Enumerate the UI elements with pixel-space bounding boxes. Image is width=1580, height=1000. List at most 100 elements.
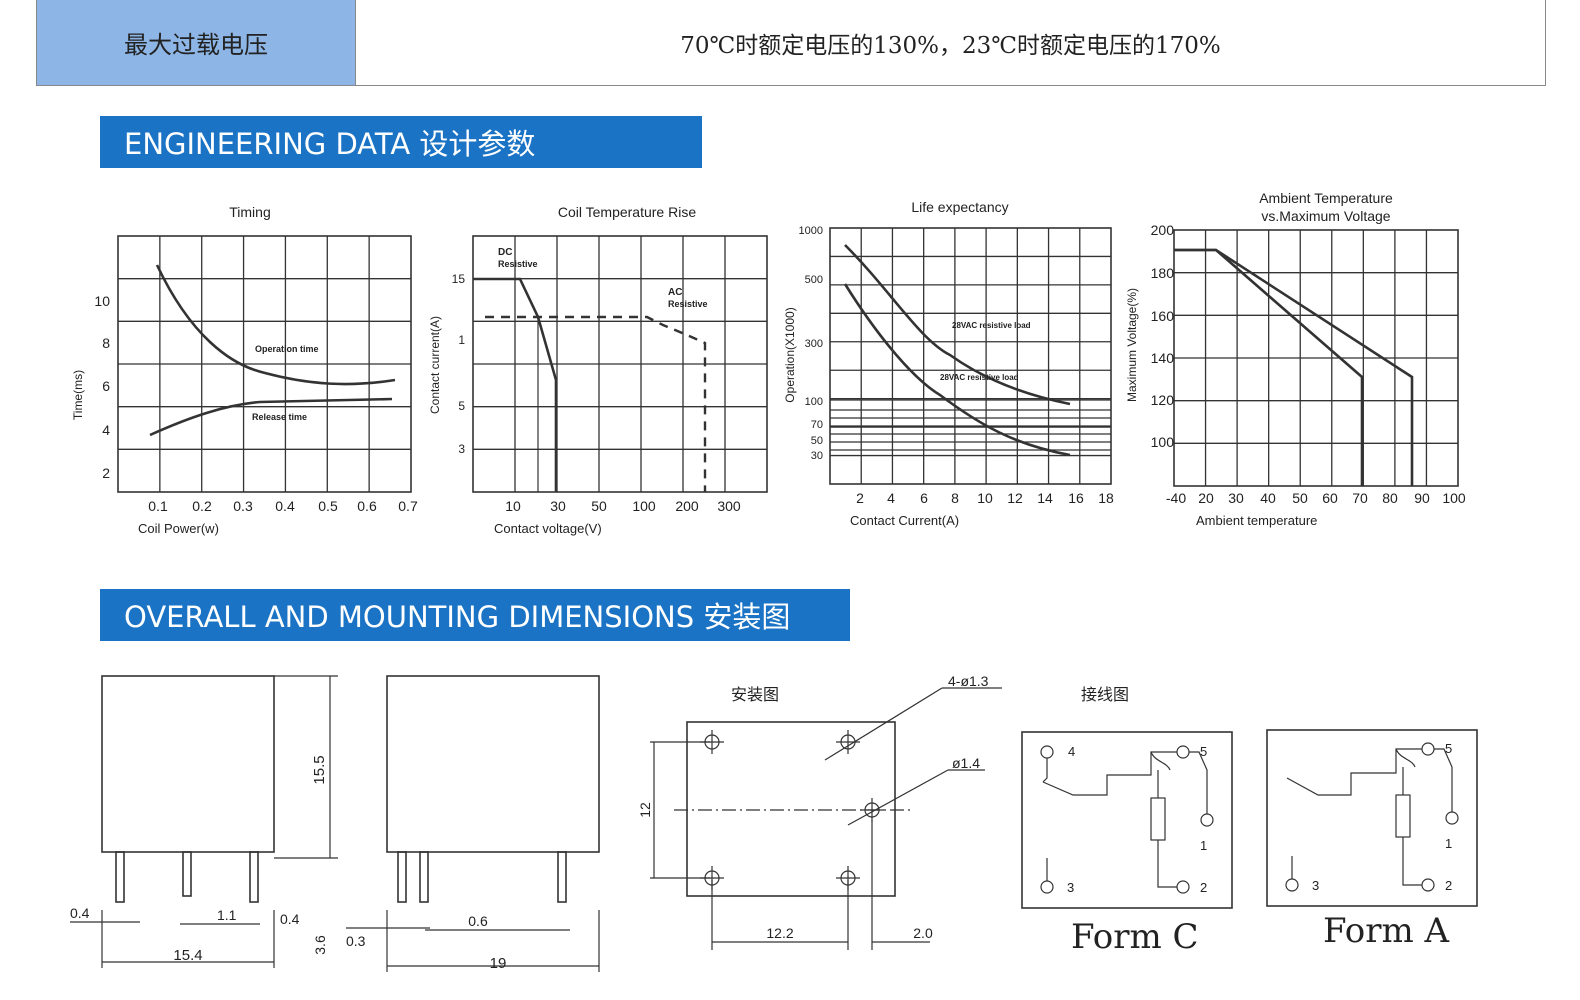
- form-c-pin-3: 3: [1067, 880, 1074, 895]
- pin-width-right: 0.4: [280, 911, 300, 927]
- x-tick-label: 14: [1037, 490, 1053, 506]
- release-time-curve: [149, 397, 393, 437]
- x-tick-label: 0.3: [233, 498, 253, 514]
- spec-label: 最大过载电压: [37, 0, 356, 85]
- front-pin-dim: 0.3: [346, 933, 366, 949]
- x-tick-label: 30: [1228, 490, 1244, 506]
- x-tick-label: 0.1: [148, 498, 168, 514]
- x-tick-label: 6: [920, 490, 928, 506]
- form-c-circuit: [1040, 745, 1214, 894]
- pin-gap: 1.1: [217, 907, 237, 923]
- form-a-label: Form A: [1323, 911, 1450, 951]
- mount-height-dim: 12: [637, 802, 653, 818]
- voltage-curve-70: [1174, 248, 1364, 486]
- life-curve-lower: [843, 283, 1071, 457]
- dc-label: DC: [498, 247, 512, 258]
- form-a-pin-1: 1: [1445, 836, 1452, 851]
- chart-title: Timing: [229, 204, 271, 220]
- form-c-pin-5: 5: [1200, 744, 1207, 759]
- ac-label: AC: [668, 287, 682, 298]
- x-axis-label: Coil Power(w): [138, 521, 219, 536]
- form-c-pin-2: 2: [1200, 880, 1207, 895]
- x-tick-label: 0.4: [275, 498, 295, 514]
- front-width-dim: 19: [490, 955, 507, 972]
- y-axis-label: Maximum Voltage(%): [1125, 288, 1139, 402]
- y-tick-label: 500: [805, 274, 823, 286]
- x-tick-label: 80: [1382, 490, 1398, 506]
- y-tick-label: 6: [102, 378, 110, 394]
- height-dim: 15.5: [311, 755, 328, 784]
- operation-time-curve: [155, 264, 396, 386]
- front-view-drawing: 0.3 0.6 19: [346, 675, 600, 972]
- coil-temperature-chart: Coil Temperature Rise DC Resistive AC Re…: [428, 204, 768, 536]
- mount-title: 安装图: [731, 686, 779, 704]
- y-axis-label: Time(ms): [71, 370, 85, 420]
- mount-offset-dim: 2.0: [913, 925, 933, 941]
- y-tick-label: 1: [458, 333, 465, 347]
- x-tick-label: 100: [632, 498, 656, 514]
- form-a-pin-2: 2: [1445, 878, 1452, 893]
- chart-title: Life expectancy: [911, 199, 1008, 215]
- life-curve-upper: [844, 244, 1071, 406]
- x-tick-label: 12: [1007, 490, 1023, 506]
- y-tick-label: 200: [1151, 222, 1175, 238]
- x-axis-label: Ambient temperature: [1196, 513, 1317, 528]
- wiring-diagrams: 接线图 4 5 1 3 2 Form C 5 1 3 2 Form A: [1021, 686, 1478, 957]
- y-tick-label: 2: [102, 465, 110, 481]
- x-tick-label: -40: [1166, 490, 1186, 506]
- ac-resistive-curve: [485, 315, 707, 492]
- x-tick-label: 4: [887, 490, 895, 506]
- y-axis-label: Operation(X1000): [783, 307, 797, 402]
- x-tick-label: 0.5: [318, 498, 338, 514]
- y-tick-label: 100: [805, 396, 823, 408]
- form-c-pin-1: 1: [1200, 838, 1207, 853]
- spec-value: 70℃时额定电压的130%，23℃时额定电压的170%: [680, 32, 1221, 59]
- chart-title-1: Ambient Temperature: [1259, 190, 1393, 206]
- y-tick-label: 160: [1151, 308, 1175, 324]
- x-tick-label: 8: [951, 490, 959, 506]
- y-tick-label: 5: [458, 399, 465, 413]
- wiring-title: 接线图: [1081, 686, 1129, 704]
- x-tick-label: 200: [675, 498, 699, 514]
- mounting-drawing: 安装图 4-ø1.3 ø1.4 12 12.2 2.0: [637, 673, 1002, 950]
- x-tick-label: 50: [591, 498, 607, 514]
- operation-time-label: Operation time: [255, 344, 319, 354]
- y-tick-label: 300: [805, 338, 823, 350]
- spec-table-row: 最大过载电压 70℃时额定电压的130%，23℃时额定电压的170%: [36, 0, 1546, 86]
- y-tick-label: 50: [811, 435, 823, 447]
- ac-label-2: Resistive: [668, 299, 708, 309]
- y-tick-label: 10: [94, 293, 110, 309]
- dc-label-2: Resistive: [498, 259, 538, 269]
- chart-title: Coil Temperature Rise: [558, 204, 696, 220]
- y-tick-label: 120: [1151, 392, 1175, 408]
- dimensions-banner: OVERALL AND MOUNTING DIMENSIONS 安装图: [100, 589, 850, 641]
- y-tick-label: 30: [811, 450, 823, 462]
- x-tick-label: 60: [1322, 490, 1338, 506]
- y-tick-label: 1000: [799, 225, 823, 237]
- front-pin-gap: 0.6: [468, 913, 488, 929]
- release-time-label: Release time: [252, 412, 307, 422]
- form-c-label: Form C: [1071, 917, 1199, 957]
- x-tick-label: 20: [1198, 490, 1214, 506]
- y-tick-label: 100: [1151, 434, 1175, 450]
- pin-width-left: 0.4: [70, 905, 90, 921]
- x-tick-label: 70: [1352, 490, 1368, 506]
- x-tick-label: 50: [1292, 490, 1308, 506]
- hole-1-label: ø1.4: [952, 755, 980, 771]
- y-tick-label: 180: [1151, 265, 1175, 281]
- y-tick-label: 70: [811, 419, 823, 431]
- x-axis-label: Contact Current(A): [850, 513, 959, 528]
- life-expectancy-chart: Life expectancy 28VAC resistive load 28V…: [783, 199, 1114, 528]
- mount-width-dim: 12.2: [766, 925, 793, 941]
- x-tick-label: 100: [1442, 490, 1466, 506]
- y-tick-label: 8: [102, 335, 110, 351]
- y-tick-label: 3: [458, 442, 465, 456]
- x-tick-label: 0.7: [398, 498, 418, 514]
- x-tick-label: 90: [1414, 490, 1430, 506]
- form-a-pin-5: 5: [1445, 741, 1452, 756]
- side-view-drawing: 15.5 0.4 1.1 0.4 15.4 3.6: [70, 675, 338, 968]
- x-tick-label: 16: [1068, 490, 1084, 506]
- ambient-temperature-chart: Ambient Temperature vs.Maximum Voltage -…: [1125, 190, 1466, 528]
- form-a-circuit: [1285, 742, 1459, 892]
- x-tick-label: 300: [717, 498, 741, 514]
